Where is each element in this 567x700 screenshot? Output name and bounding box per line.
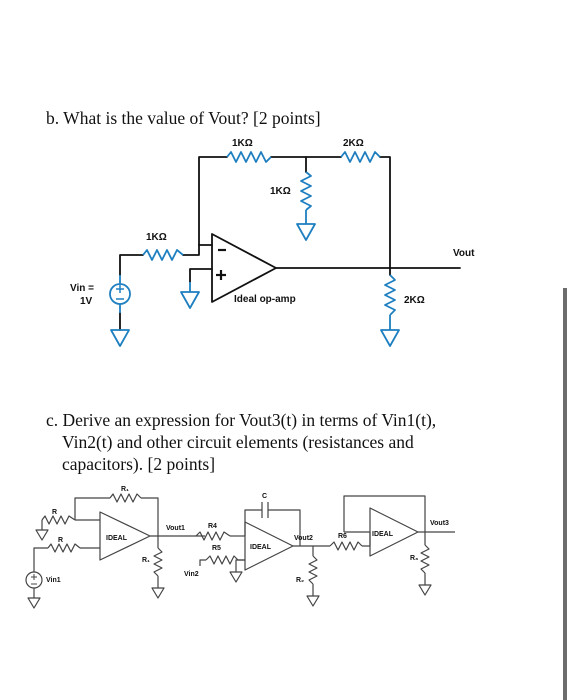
ground-c3-icon [151,587,165,599]
resistor-oa1-fb [109,493,142,503]
resistor-top-1k [226,151,272,163]
wire-oa3-fb [343,495,426,532]
wire-oa2-fb-left [244,509,262,536]
resistor-r4 [195,531,231,541]
label-c-r2: R₂ [296,577,304,584]
wire-feedback-right [379,156,391,269]
resistor-load-2k [384,274,396,316]
ground-source-icon [110,329,130,347]
question-c-line3: capacitors). [2 points] [62,454,216,474]
label-c-ideal2: IDEAL [250,544,272,551]
label-c-r4: R4 [208,523,217,530]
opamp2-triangle [244,521,294,571]
label-c-ideal1: IDEAL [106,535,128,542]
label-r-mid: 1KΩ [270,186,291,197]
label-r-load: 2KΩ [404,295,425,306]
ground-c4-icon [229,571,243,583]
question-c-line1: c. Derive an expression for Vout3(t) in … [46,410,437,430]
wire-input-r [182,244,200,256]
label-c-vin2: Vin2 [184,571,199,578]
opamp-triangle [211,233,277,303]
wire-r6-node [362,532,371,547]
label-c-rf1: R₁ [121,486,129,493]
label-opamp: Ideal op-amp [234,294,296,305]
ground-c6-icon [418,584,432,596]
label-c-r1: R₁ [142,557,150,564]
resistor-r2 [308,555,318,585]
label-vin-1: Vin = [70,283,94,294]
ground-mid-icon [296,223,316,241]
wire-oa2-noninv-gnd [235,559,245,572]
resistor-in-1k [142,249,184,261]
label-c-r5: R5 [212,545,221,552]
label-c-vout3: Vout3 [430,520,449,527]
label-c-r6: R6 [338,533,347,540]
resistor-r5 [205,555,239,565]
ground-c2-icon [27,597,41,609]
resistor-oa1-in-b [47,543,81,553]
question-c-line2: Vin2(t) and other circuit elements (resi… [62,432,414,452]
label-c-rb: R [58,537,63,544]
opamp1-triangle [99,511,151,561]
label-c-vout2: Vout2 [294,535,313,542]
resistor-top-2k [340,151,381,163]
ground-c5-icon [306,595,320,607]
label-vin-2: 1V [80,296,93,307]
ground-c1-icon [35,529,49,541]
wire-oa1-vin1 [33,547,48,572]
question-c-text: c. Derive an expression for Vout3(t) in … [46,409,506,475]
wire-oa1-fb [74,497,110,520]
resistor-mid-1k [300,171,312,211]
label-r-top-right: 2KΩ [343,138,364,149]
resistor-r6 [329,541,363,551]
wire-input [119,254,144,276]
wire-oa1-fb-right [141,497,159,536]
ground-load-icon [380,329,400,347]
label-c-ra: R [52,509,57,516]
scrollbar[interactable] [563,288,567,700]
label-vout: Vout [453,248,475,259]
label-c-vin1: Vin1 [46,577,61,584]
resistor-r3 [420,544,430,574]
resistor-r1 [153,547,163,577]
label-c-ideal3: IDEAL [372,531,394,538]
wire-vin2 [199,559,206,566]
label-r-in: 1KΩ [146,232,167,243]
label-c-r3: R₃ [410,555,418,562]
wire-noninv-in [189,268,213,283]
label-r-top: 1KΩ [232,138,253,149]
wire-feedback-left [198,156,228,246]
label-c-vout1: Vout1 [166,525,185,532]
question-b-text: b. What is the value of Vout? [2 points] [46,108,321,128]
wire-oa2-fb-right [268,509,301,546]
label-c-cap: C [262,493,267,500]
resistor-oa1-in-a [41,515,76,525]
ground-noninv-icon [180,291,200,309]
